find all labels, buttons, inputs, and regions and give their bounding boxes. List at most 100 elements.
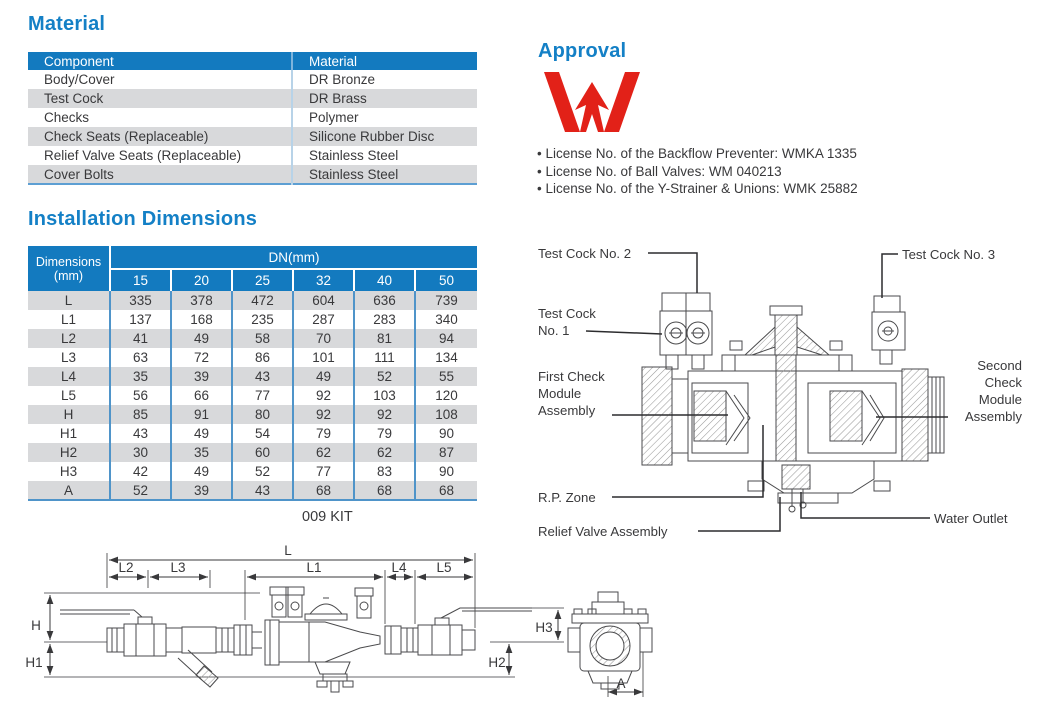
- material-cell-component: Relief Valve Seats (Replaceable): [44, 148, 242, 163]
- label-first-check-line2: Module: [538, 386, 581, 401]
- dims-value: 91: [170, 405, 232, 424]
- rpz-valve-body: [641, 292, 945, 513]
- dims-value: 39: [170, 367, 232, 386]
- dims-value: 168: [170, 310, 232, 329]
- end-view-drawing: [567, 591, 653, 690]
- dims-value: 62: [292, 443, 354, 462]
- dims-value: 120: [413, 386, 478, 405]
- dims-row: H3 42 49 52 77 83 90: [28, 462, 478, 481]
- dims-value: 49: [170, 424, 232, 443]
- dims-value: 41: [109, 329, 171, 348]
- dims-value: 58: [231, 329, 293, 348]
- material-table-body: Body/Cover DR Bronze Test Cock DR Brass …: [28, 70, 477, 184]
- dims-dn-header: DN(mm): [108, 246, 478, 269]
- dims-row-label: H2: [59, 445, 78, 460]
- material-row: Body/Cover DR Bronze: [28, 70, 477, 89]
- dims-value: 90: [413, 424, 478, 443]
- dims-value: 68: [353, 481, 415, 500]
- material-row: Check Seats (Replaceable) Silicone Rubbe…: [28, 127, 477, 146]
- dims-value: 49: [170, 462, 232, 481]
- dims-value: 90: [413, 462, 478, 481]
- dims-value: 85: [109, 405, 171, 424]
- dim-label-L: L: [284, 543, 292, 558]
- material-cell-component: Check Seats (Replaceable): [44, 129, 209, 144]
- dims-value: 43: [231, 481, 293, 500]
- dims-row: L5 56 66 77 92 103 120: [28, 386, 478, 405]
- label-second-check-line3: Module: [979, 392, 1022, 407]
- rpz-device: [264, 586, 381, 693]
- kit-dimension-diagram: L L2 L3 L1 L4 L5 H H1 H3 H2 A: [25, 543, 653, 697]
- leader-lines: [585, 252, 948, 532]
- dims-value: 636: [353, 291, 415, 310]
- material-row: Checks Polymer: [28, 108, 477, 127]
- dims-value: 378: [170, 291, 232, 310]
- dim-label-L3: L3: [170, 560, 185, 575]
- label-test-cock-1-line2: No. 1: [538, 323, 570, 338]
- label-second-check-line4: Assembly: [965, 409, 1023, 424]
- license-list: License No. of the Backflow Preventer: W…: [537, 145, 858, 198]
- dims-corner-line1: Dimensions: [35, 254, 102, 269]
- dim-label-A: A: [616, 676, 625, 691]
- dims-value: 52: [353, 367, 415, 386]
- material-cell-material: Silicone Rubber Disc: [291, 127, 477, 146]
- license-item: License No. of the Y-Strainer & Unions: …: [537, 180, 857, 198]
- dim-label-H3: H3: [535, 620, 552, 635]
- dims-row: H 85 91 80 92 92 108: [28, 405, 478, 424]
- installation-heading: Installation Dimensions: [28, 208, 258, 230]
- dims-corner-line2: (mm): [53, 268, 84, 283]
- dims-value: 68: [413, 481, 478, 500]
- dims-row: L4 35 39 43 49 52 55: [28, 367, 478, 386]
- material-heading: Material: [28, 13, 106, 35]
- dims-value: 92: [292, 386, 354, 405]
- dims-value: 283: [353, 310, 415, 329]
- dims-value: 52: [109, 481, 171, 500]
- outlet-ball-valve: [417, 607, 532, 656]
- dims-value: 70: [292, 329, 354, 348]
- dims-row: L3 63 72 86 101 111 134: [28, 348, 478, 367]
- dims-value: 42: [109, 462, 171, 481]
- y-strainer: [177, 626, 219, 688]
- approval-heading: Approval: [538, 40, 627, 62]
- watermark-logo-icon: [544, 72, 640, 132]
- dims-value: 92: [292, 405, 354, 424]
- dims-size-25: 25: [231, 268, 293, 291]
- license-item: License No. of the Backflow Preventer: W…: [537, 145, 858, 163]
- dims-value: 235: [231, 310, 293, 329]
- dims-row-label: L2: [60, 331, 77, 346]
- material-cell-material: Polymer: [291, 108, 477, 127]
- dims-value: 92: [353, 405, 415, 424]
- first-check-module: [693, 390, 751, 446]
- dims-size-15: 15: [109, 268, 171, 291]
- dims-corner-cell: Dimensions (mm): [28, 246, 110, 291]
- dims-row-label: L: [64, 293, 73, 308]
- material-table: Component Material Body/Cover DR Bronze …: [28, 52, 477, 185]
- material-cell-material: DR Bronze: [291, 70, 477, 89]
- material-row: Test Cock DR Brass: [28, 89, 477, 108]
- material-cell-component: Body/Cover: [44, 72, 115, 87]
- dims-value: 72: [170, 348, 232, 367]
- dims-row: A 52 39 43 68 68 68: [28, 481, 478, 500]
- label-water-outlet: Water Outlet: [934, 511, 1008, 526]
- dims-value: 55: [413, 367, 478, 386]
- dims-row-label: L3: [60, 350, 77, 365]
- dims-row-label: L5: [60, 388, 77, 403]
- dims-value: 134: [413, 348, 478, 367]
- dims-value: 81: [353, 329, 415, 348]
- dims-row-label: H: [63, 407, 74, 422]
- inlet-ball-valve: [60, 609, 167, 657]
- dims-value: 49: [292, 367, 354, 386]
- material-row: Relief Valve Seats (Replaceable) Stainle…: [28, 146, 477, 165]
- dim-label-H2: H2: [488, 655, 505, 670]
- dims-value: 83: [353, 462, 415, 481]
- dimension-lines: [44, 553, 644, 697]
- cutaway-diagram: Test Cock No. 2 Test Cock No. 3 Test Coc…: [538, 246, 1023, 539]
- dims-value: 60: [231, 443, 293, 462]
- dims-value: 335: [109, 291, 171, 310]
- dims-row: H1 43 49 54 79 79 90: [28, 424, 478, 443]
- dims-value: 108: [413, 405, 478, 424]
- label-first-check-line1: First Check: [538, 369, 605, 384]
- dims-value: 39: [170, 481, 232, 500]
- dims-value: 111: [353, 348, 415, 367]
- dims-value: 43: [231, 367, 293, 386]
